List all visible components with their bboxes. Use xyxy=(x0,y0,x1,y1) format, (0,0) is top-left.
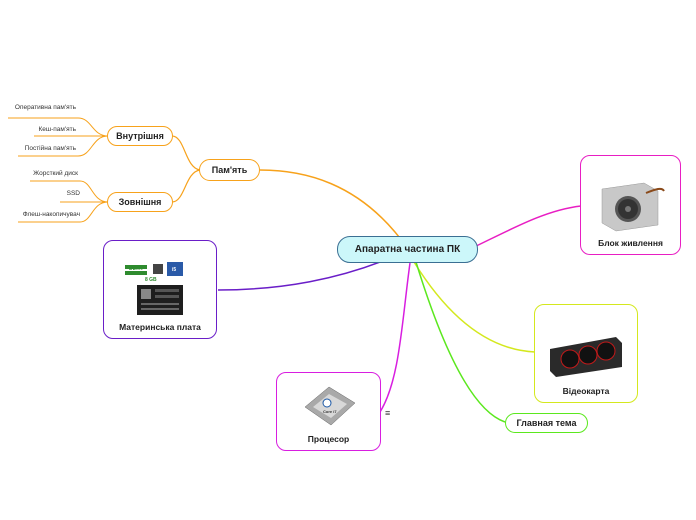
connector-internal xyxy=(171,135,201,171)
motherboard-image: DDR4 8 GB i5 xyxy=(125,262,183,315)
external-memory-node[interactable]: Зовнішня xyxy=(107,192,173,212)
central-topic-label: Апаратна частина ПК xyxy=(354,244,461,255)
gpu-image xyxy=(550,337,622,377)
connector-leaf-flash xyxy=(18,201,109,223)
psu-label: Блок живлення xyxy=(598,238,663,248)
memory-label: Пам'ять xyxy=(211,165,248,175)
memory-node[interactable]: Пам'ять xyxy=(199,159,260,181)
connector-main-topic xyxy=(415,261,506,423)
ram-size-text: 8 GB xyxy=(145,277,157,283)
connector-gpu xyxy=(413,261,536,353)
cpu-node[interactable]: Core i7 Процесор xyxy=(276,372,381,451)
leaf-hdd[interactable]: Жорсткий диск xyxy=(33,170,78,177)
internal-memory-label: Внутрішня xyxy=(116,131,164,141)
motherboard-label: Материнська плата xyxy=(119,322,201,332)
leaf-ram[interactable]: Оперативна пам'ять xyxy=(14,104,76,111)
central-topic[interactable]: Апаратна частина ПК xyxy=(337,236,478,263)
connector-external xyxy=(171,169,201,203)
internal-memory-node[interactable]: Внутрішня xyxy=(107,126,173,146)
motherboard-node[interactable]: DDR4 8 GB i5 Материнська плата xyxy=(103,240,217,339)
psu-node[interactable]: Блок живлення xyxy=(580,155,681,255)
leaf-ssd[interactable]: SSD xyxy=(66,190,80,197)
connector-memory xyxy=(259,169,409,250)
main-topic-node[interactable]: Главная тема xyxy=(505,413,588,433)
ram-text: DDR4 xyxy=(129,266,143,272)
connector-leaf-rom xyxy=(18,135,109,157)
gpu-label: Відеокарта xyxy=(562,386,610,396)
connector-leaf-ram xyxy=(8,117,109,137)
main-topic-label: Главная тема xyxy=(516,418,577,428)
connector-cpu xyxy=(379,262,411,413)
external-memory-label: Зовнішня xyxy=(118,197,162,207)
gpu-node[interactable]: Відеокарта xyxy=(534,304,638,403)
cpu-badge-text: i5 xyxy=(172,267,176,273)
cpu-image: Core i7 xyxy=(304,386,355,426)
leaf-cache[interactable]: Кеш-пам'ять xyxy=(38,126,76,133)
cpu-chip-text: Core i7 xyxy=(323,409,337,414)
connector-psu xyxy=(469,205,582,250)
psu-image xyxy=(601,182,665,232)
note-icon[interactable]: ≡ xyxy=(385,408,391,418)
cpu-label: Процесор xyxy=(307,434,350,444)
leaf-flash[interactable]: Флеш-накопичувач xyxy=(22,211,80,218)
connector-leaf-hdd xyxy=(30,180,109,203)
leaf-rom[interactable]: Постійна пам'ять xyxy=(24,145,76,152)
